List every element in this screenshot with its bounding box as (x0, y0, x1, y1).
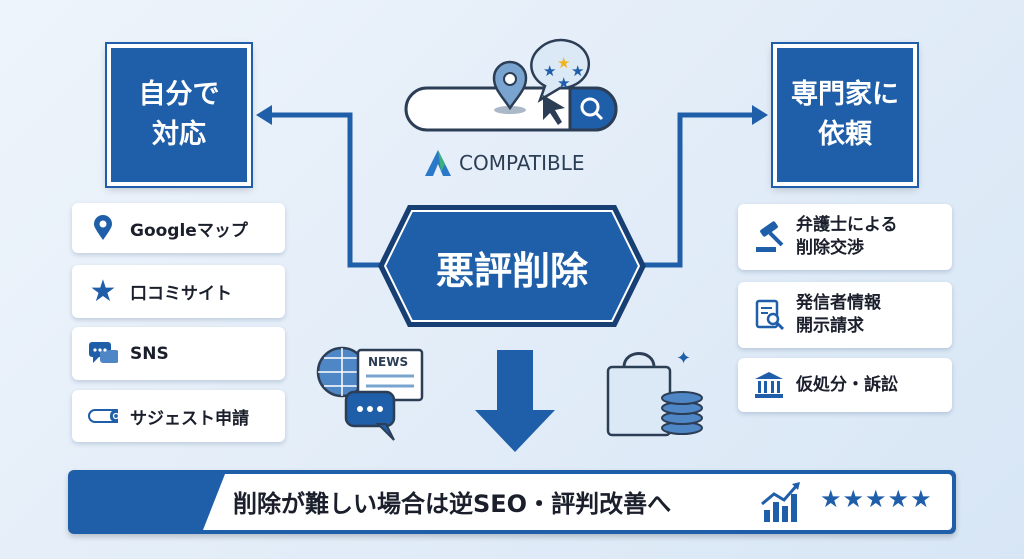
self-handling-box: 自分で対応 (105, 42, 253, 188)
chat-bubbles-icon (88, 340, 118, 368)
item-label: SNS (130, 343, 169, 364)
courthouse-icon (754, 371, 784, 399)
svg-text:NEWS: NEWS (368, 355, 408, 369)
center-hexagon (378, 205, 646, 327)
globe-news-icon: NEWS (316, 346, 424, 441)
banner-text: 削除が難しい場合は逆SEO・評判改善へ (233, 490, 672, 518)
item-label: 弁護士による (796, 215, 898, 235)
item-label: サジェスト申請 (130, 408, 249, 429)
bottom-banner: 削除が難しい場合は逆SEO・評判改善へ ★★★★★ (68, 470, 956, 534)
down-arrow (475, 350, 555, 452)
rating-stars: ★★★★★ (820, 485, 933, 513)
item-label: Googleマップ (130, 220, 248, 241)
brand-logo-icon (425, 150, 451, 176)
item-label: 発信者情報 (796, 293, 881, 313)
svg-text:★: ★ (557, 74, 570, 92)
shopping-bag-coins-icon: ✦ (606, 348, 703, 437)
left-item-sns[interactable]: SNS (72, 327, 285, 380)
svg-text:✦: ✦ (676, 348, 691, 369)
left-item-google-maps[interactable]: Googleマップ (72, 203, 285, 253)
search-illustration: ★★★★ (400, 30, 630, 140)
right-item-lawyer[interactable]: 弁護士による削除交渉 (738, 204, 952, 270)
svg-text:★: ★ (543, 62, 556, 80)
expert-box: 専門家に依頼 (771, 42, 919, 188)
item-label: 開示請求 (796, 316, 864, 336)
item-label: 仮処分・訴訟 (796, 374, 898, 395)
center-label: 悪評削除 (435, 249, 588, 293)
search-bar-icon (88, 409, 118, 423)
item-label: 口コミサイト (130, 284, 232, 304)
document-search-icon (754, 299, 784, 331)
gavel-icon (754, 221, 784, 253)
growth-chart-icon (761, 482, 800, 522)
map-pin-icon (88, 215, 118, 241)
right-item-disclosure[interactable]: 発信者情報開示請求 (738, 282, 952, 348)
left-item-suggest[interactable]: サジェスト申請 (72, 390, 285, 442)
right-item-litigation[interactable]: 仮処分・訴訟 (738, 358, 952, 412)
self-handling-title: 自分で対応 (138, 79, 220, 150)
star-icon: ★ (89, 274, 117, 309)
expert-title: 専門家に依頼 (791, 79, 899, 150)
brand-name: COMPATIBLE (459, 151, 585, 175)
brand-logo: COMPATIBLE (423, 148, 585, 178)
left-item-review-sites[interactable]: ★ 口コミサイト (72, 265, 285, 318)
svg-text:★: ★ (557, 54, 570, 72)
item-label: 削除交渉 (796, 238, 864, 258)
svg-text:★: ★ (571, 62, 584, 80)
